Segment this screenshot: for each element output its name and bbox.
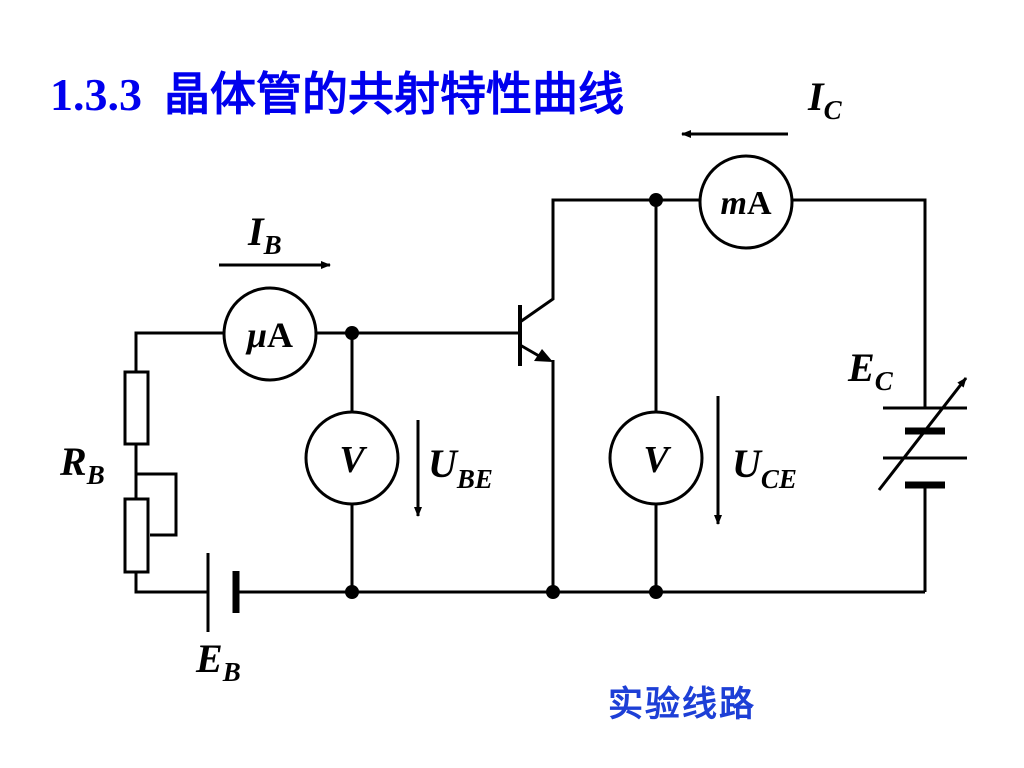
label-ic-sub: C — [824, 95, 843, 125]
voltmeter-ube — [304, 410, 400, 506]
label-rb-sub: B — [86, 460, 105, 490]
rb-potentiometer-wiper — [136, 472, 178, 537]
label-ic: IC — [807, 74, 843, 125]
label-uce-sub: CE — [761, 464, 797, 494]
page-title: 1.3.3 晶体管的共射特性曲线 — [50, 58, 624, 124]
junction-dot — [649, 585, 663, 599]
milliammeter-prefix: m — [720, 185, 746, 222]
label-ib-main: I — [247, 209, 265, 254]
milliammeter-unit: A — [747, 185, 772, 222]
voltmeter-uce — [608, 410, 704, 506]
voltmeter-uce-label: V — [643, 439, 671, 481]
junction-dot — [649, 193, 663, 207]
label-ec-main: E — [847, 345, 875, 390]
milliammeter — [698, 154, 794, 250]
wire-base-top-left — [134, 331, 224, 372]
label-ib: IB — [247, 209, 282, 260]
rb-resistor-fixed — [123, 370, 150, 446]
transistor-emitter-arrowhead — [534, 349, 553, 362]
title-text: 晶体管的共射特性曲线 — [164, 69, 624, 120]
label-ube-sub: BE — [456, 464, 493, 494]
label-ec: EC — [847, 345, 894, 396]
ec-adjust-arrow — [877, 377, 968, 491]
label-uce: UCE — [732, 441, 797, 494]
microammeter-prefix: μ — [245, 315, 267, 355]
section-number: 1.3.3 — [50, 69, 142, 120]
voltmeter-ube-label: V — [339, 439, 367, 481]
junction-dot — [546, 585, 560, 599]
label-eb-main: E — [195, 636, 223, 681]
junction-dot — [345, 326, 359, 340]
label-rb-main: R — [59, 439, 87, 484]
microammeter — [222, 286, 318, 382]
label-uce-main: U — [732, 441, 763, 486]
label-ic-main: I — [807, 74, 825, 119]
rb-potentiometer — [123, 497, 150, 574]
wire-rb-bottom — [134, 572, 208, 594]
wire-collector-right — [793, 198, 927, 408]
diagram-caption: 实验线路 — [608, 685, 757, 725]
microammeter-label: μA — [245, 315, 293, 355]
transistor-collector — [519, 198, 700, 324]
label-ube: UBE — [428, 441, 493, 494]
label-ec-sub: C — [875, 366, 894, 396]
label-ube-main: U — [428, 441, 459, 486]
label-ib-sub: B — [263, 230, 282, 260]
label-eb: EB — [195, 636, 241, 687]
microammeter-unit: A — [267, 315, 293, 355]
junction-dot — [345, 585, 359, 599]
label-eb-sub: B — [222, 657, 241, 687]
milliammeter-label: mA — [720, 185, 771, 222]
label-rb: RB — [59, 439, 105, 490]
